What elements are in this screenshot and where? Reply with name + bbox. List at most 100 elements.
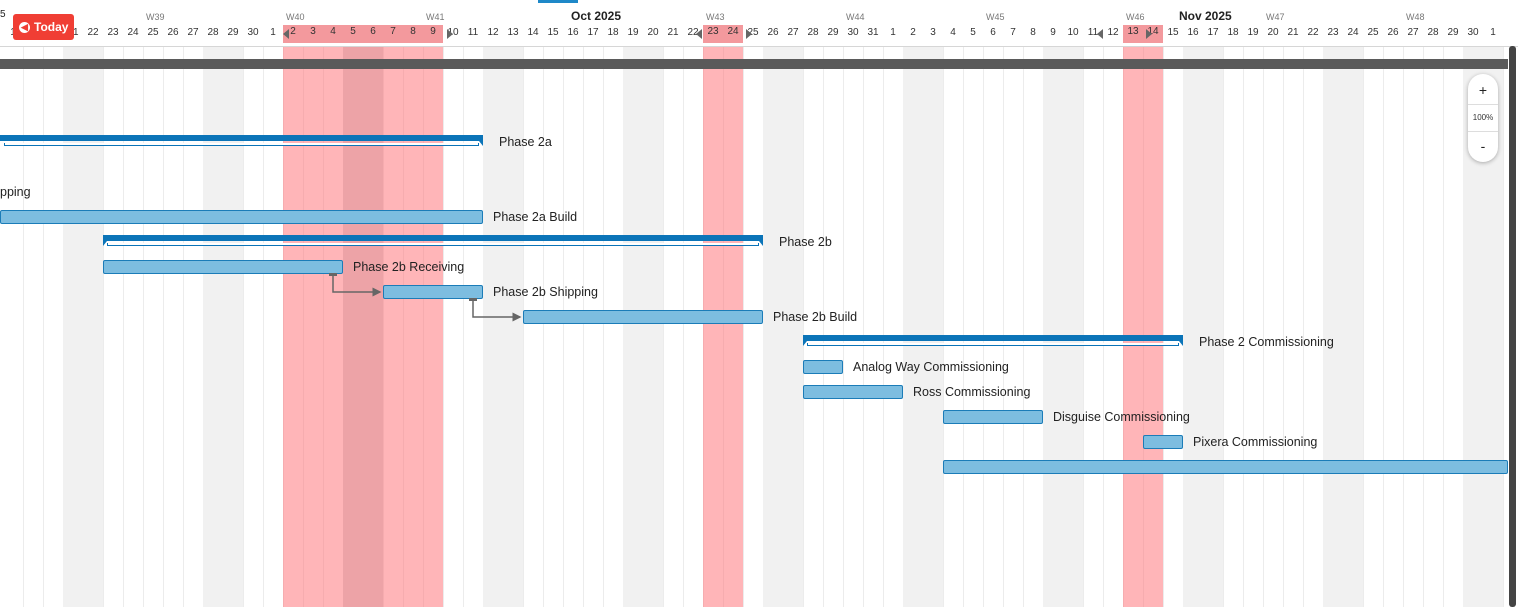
holiday-column <box>703 46 723 607</box>
day-label: 20 <box>647 27 659 38</box>
vertical-scrollbar[interactable] <box>1509 46 1516 607</box>
day-label: 18 <box>1227 27 1239 38</box>
day-label: 13 <box>1123 25 1143 43</box>
range-start-marker[interactable] <box>1097 29 1103 39</box>
holiday-column <box>1143 46 1163 607</box>
grid-line <box>1443 46 1444 607</box>
day-label: 21 <box>667 27 679 38</box>
day-label: 31 <box>867 27 879 38</box>
range-end-marker[interactable] <box>1146 29 1152 39</box>
project-summary-bar[interactable] <box>0 59 1508 69</box>
grid-line <box>843 46 844 607</box>
grid-line <box>1423 46 1424 607</box>
day-label: 19 <box>1247 27 1259 38</box>
day-label: 19 <box>627 27 639 38</box>
zoom-out-button[interactable]: - <box>1480 138 1486 154</box>
ross-commissioning-bar[interactable] <box>803 385 903 399</box>
day-label: 30 <box>247 27 259 38</box>
weekend-column <box>923 46 943 607</box>
day-label: 22 <box>1307 27 1319 38</box>
weekend-column <box>643 46 663 607</box>
day-label: 10 <box>1067 27 1079 38</box>
week-label: W43 <box>706 12 725 22</box>
pixera-commissioning-bar[interactable] <box>1143 435 1183 449</box>
day-label: 4 <box>950 27 956 38</box>
grid-line <box>263 46 264 607</box>
day-label: 2 <box>910 27 916 38</box>
phase-2b-build-bar[interactable] <box>523 310 763 324</box>
day-label: 29 <box>827 27 839 38</box>
range-end-marker[interactable] <box>746 29 752 39</box>
grid-line <box>163 46 164 607</box>
weekend-column <box>623 46 643 607</box>
day-label: 23 <box>1327 27 1339 38</box>
grid-line <box>123 46 124 607</box>
task-bar[interactable] <box>943 460 1508 474</box>
day-label: 25 <box>747 27 759 38</box>
day-label: 22 <box>87 27 99 38</box>
phase-2b-receiving-bar[interactable] <box>103 260 343 274</box>
holiday-column <box>423 46 443 607</box>
phase-2b-summary-bar[interactable] <box>103 235 763 247</box>
grid-line <box>863 46 864 607</box>
day-label: 12 <box>487 27 499 38</box>
circle-arrow-left-icon: ◀ <box>19 21 30 33</box>
grid-line <box>23 46 24 607</box>
day-label: 16 <box>1187 27 1199 38</box>
month-indicator <box>538 0 578 3</box>
phase-2b-shipping-bar[interactable] <box>383 285 483 299</box>
range-end-marker[interactable] <box>447 29 453 39</box>
zoom-level: 100% <box>1468 104 1498 132</box>
range-start-marker[interactable] <box>696 29 702 39</box>
day-label: 9 <box>1050 27 1056 38</box>
grid-line <box>463 46 464 607</box>
day-label: 17 <box>587 27 599 38</box>
day-label: 9 <box>423 25 443 43</box>
day-label: 20 <box>1267 27 1279 38</box>
grid-line <box>743 46 744 607</box>
day-label: 25 <box>147 27 159 38</box>
day-label: 25 <box>1367 27 1379 38</box>
day-label: 26 <box>1387 27 1399 38</box>
day-label: 11 <box>467 27 479 38</box>
phase-2a-build-bar[interactable] <box>0 210 483 224</box>
phase-2a-summary-bar[interactable] <box>0 135 483 147</box>
day-label: 13 <box>507 27 519 38</box>
zoom-in-button[interactable]: + <box>1478 82 1488 98</box>
holiday-column <box>283 46 303 607</box>
grid-line <box>1303 46 1304 607</box>
today-button[interactable]: ◀ Today <box>13 14 75 40</box>
grid-line <box>683 46 684 607</box>
weekend-column <box>1063 46 1083 607</box>
weekend-column <box>223 46 243 607</box>
day-label: 16 <box>567 27 579 38</box>
holiday-column-overlap <box>343 46 363 607</box>
grid-line <box>1403 46 1404 607</box>
phase-2a-label: Phase 2a <box>499 135 552 149</box>
day-label: 28 <box>807 27 819 38</box>
grid-line <box>963 46 964 607</box>
phase-2-commissioning-summary-bar[interactable] <box>803 335 1183 347</box>
month-label-partial: 5 <box>0 9 6 20</box>
day-label: 4 <box>323 25 343 43</box>
day-label: 30 <box>1467 27 1479 38</box>
weekend-column <box>783 46 803 607</box>
grid-line <box>823 46 824 607</box>
weekend-column <box>1043 46 1063 607</box>
day-label: 11 <box>1087 27 1099 38</box>
day-label: 28 <box>1427 27 1439 38</box>
day-label: 12 <box>1107 27 1119 38</box>
grid-line <box>563 46 564 607</box>
analog-way-commissioning-label: Analog Way Commissioning <box>853 360 1009 374</box>
grid-line <box>1283 46 1284 607</box>
day-label: 17 <box>1207 27 1219 38</box>
day-label: 29 <box>1447 27 1459 38</box>
grid-line <box>103 46 104 607</box>
analog-way-commissioning-bar[interactable] <box>803 360 843 374</box>
disguise-commissioning-bar[interactable] <box>943 410 1043 424</box>
ross-commissioning-label: Ross Commissioning <box>913 385 1031 399</box>
phase-2-commissioning-label: Phase 2 Commissioning <box>1199 335 1334 349</box>
grid-line <box>143 46 144 607</box>
range-start-marker[interactable] <box>283 29 289 39</box>
